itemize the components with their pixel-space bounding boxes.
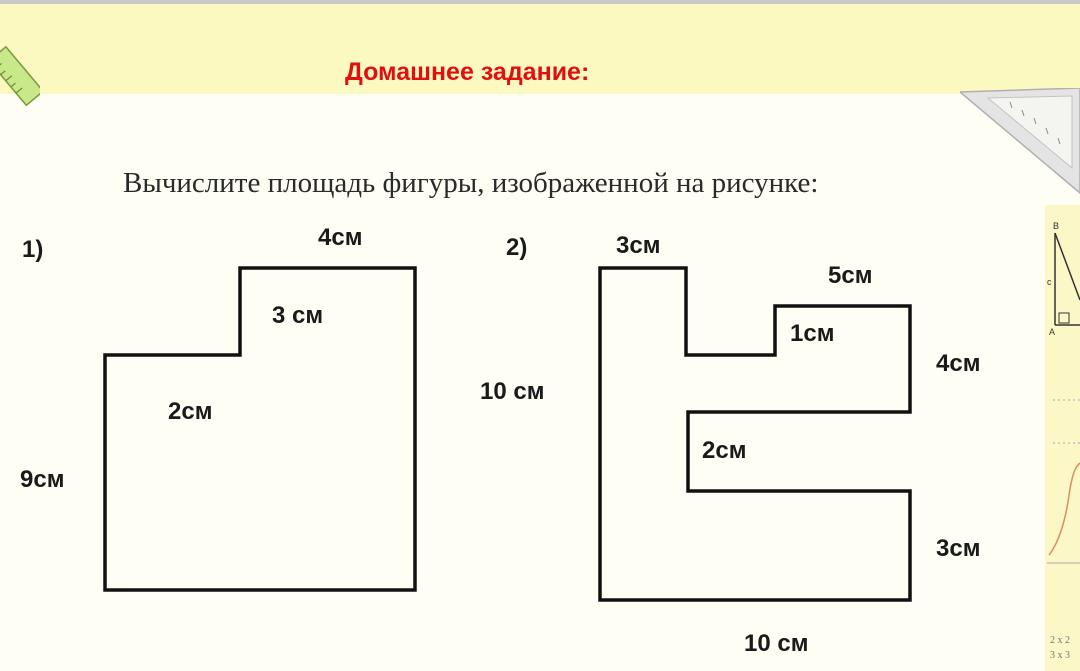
- page-title: Домашнее задание:: [345, 58, 590, 86]
- figure-1-label-left-height: 9см: [20, 466, 65, 493]
- figure-1-label-step-horizontal: 2см: [168, 398, 213, 425]
- figure-2-label-bottom: 10 см: [744, 630, 809, 657]
- geometry-sketch-icon: B c A: [1047, 221, 1080, 564]
- figure-2-label-lower-arm-height: 3см: [936, 535, 981, 562]
- side-panel-line: 2 x 2: [1050, 635, 1070, 646]
- figure-2-label-top-left: 3см: [616, 232, 661, 259]
- svg-text:c: c: [1047, 277, 1052, 287]
- svg-text:A: A: [1049, 327, 1055, 337]
- set-square-icon: [960, 88, 1080, 194]
- header-bar: [0, 0, 1080, 94]
- figure-2-label-left-height: 10 см: [480, 378, 545, 405]
- figure-2-number: 2): [506, 234, 528, 261]
- task-instruction: Вычислите площадь фигуры, изображенной н…: [123, 167, 819, 199]
- figure-2-label-upper-arm: 5см: [828, 262, 873, 289]
- figure-1-label-top: 4см: [318, 224, 363, 251]
- figure-2-label-upper-arm-height: 4см: [936, 350, 981, 377]
- figure-2-label-notch: 1см: [790, 320, 835, 347]
- figure-1-number: 1): [22, 236, 44, 263]
- side-panel-line: 3 x 3: [1050, 650, 1070, 661]
- figure-2-label-gap: 2см: [702, 437, 747, 464]
- figure-1-label-step-vertical: 3 см: [272, 302, 324, 329]
- ruler-icon: [0, 45, 40, 106]
- side-decor-panel: B c A: [1045, 205, 1080, 671]
- svg-text:B: B: [1053, 221, 1059, 231]
